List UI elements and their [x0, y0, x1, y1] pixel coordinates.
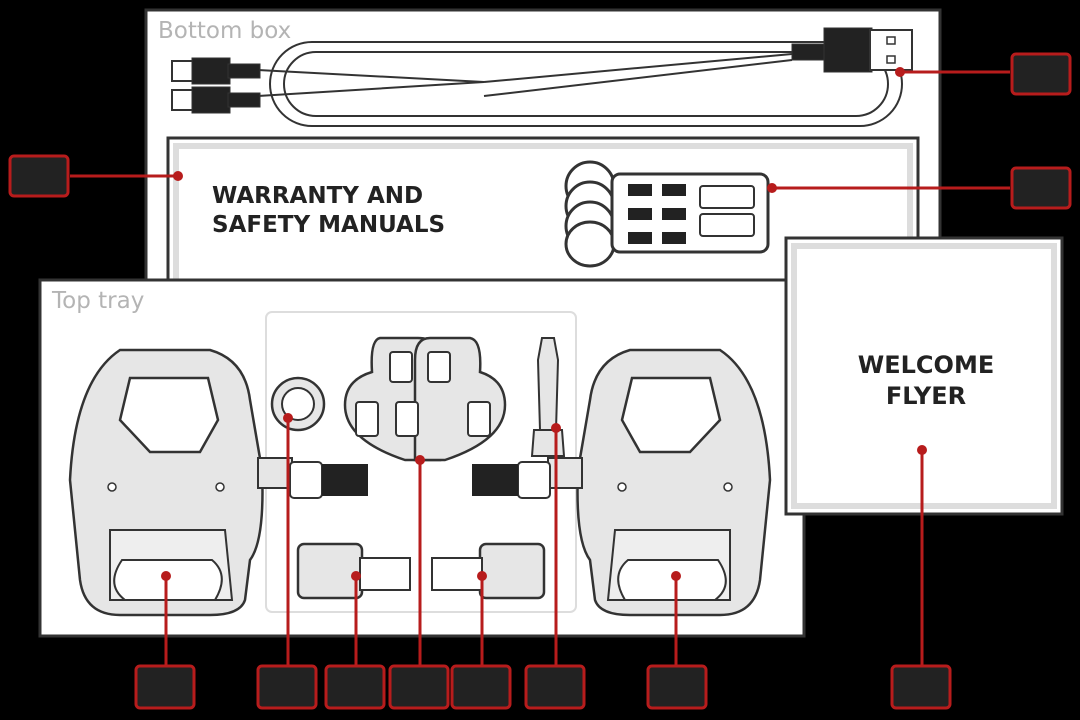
callout-box-3	[324, 664, 386, 710]
bottom-box-label: Bottom box	[158, 18, 292, 44]
left-pedal-icon	[68, 348, 368, 617]
callout-boxes	[8, 52, 1072, 710]
manuals-label-line-2: SAFETY MANUALS	[212, 212, 446, 238]
manuals-label: WARRANTY AND SAFETY MANUALS	[212, 182, 445, 240]
callout-box-5	[450, 664, 512, 710]
callout-box-8	[890, 664, 952, 710]
top-tray-label: Top tray	[52, 288, 145, 314]
callout-box-1	[134, 664, 196, 710]
callout-box-cable	[1010, 52, 1072, 96]
screws-spacers-icon	[564, 160, 770, 268]
callout-box-4	[388, 664, 450, 710]
welcome-flyer-label-line-2: FLYER	[885, 382, 967, 410]
spacer-ring-icon	[270, 376, 326, 432]
right-pedal-icon	[472, 348, 772, 617]
welcome-flyer-label: WELCOME FLYER	[826, 350, 1026, 412]
callout-box-screws	[1010, 166, 1072, 210]
cap-left-icon	[296, 542, 411, 600]
cap-right-icon	[431, 542, 546, 600]
callout-box-6	[524, 664, 586, 710]
callout-box-left	[8, 154, 70, 198]
callout-box-7	[646, 664, 708, 710]
cleats-icon	[343, 336, 507, 462]
callout-box-2	[256, 664, 318, 710]
callouts	[70, 67, 1010, 666]
manuals-label-line-1: WARRANTY AND	[212, 183, 424, 209]
welcome-flyer-label-line-1: WELCOME	[857, 351, 995, 379]
charging-cable-icon	[171, 27, 913, 127]
welcome-flyer	[784, 236, 1064, 516]
